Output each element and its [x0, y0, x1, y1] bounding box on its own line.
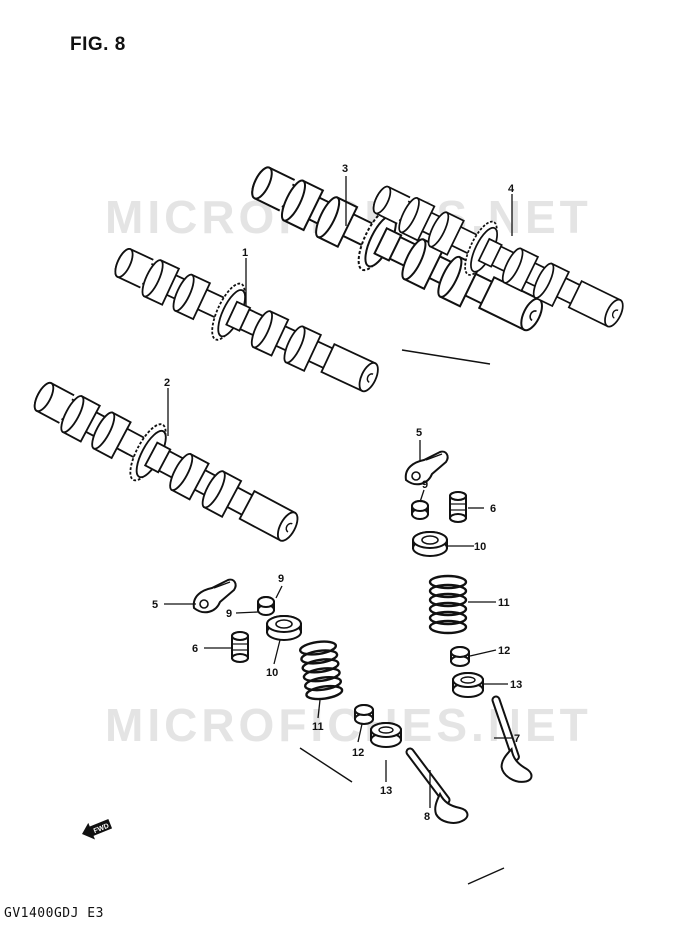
valve-right: [474, 700, 551, 785]
callout-label: 10: [474, 541, 486, 553]
figure-code: GV1400GDJ E3: [4, 906, 104, 921]
rocker-shaft-right: [449, 491, 467, 523]
callout-label: 4: [508, 183, 515, 195]
callout-label: 3: [342, 163, 348, 175]
callout-label: 10: [266, 667, 278, 679]
scan-artifacts: [299, 349, 505, 885]
callout-label: 13: [380, 785, 392, 797]
callout-label: 5: [152, 599, 158, 611]
seal-left: [354, 704, 374, 725]
retainer-left: [266, 615, 302, 641]
adjuster-right: [411, 500, 429, 520]
callout-label: 9: [278, 573, 284, 585]
seat-right: [452, 672, 484, 698]
seal-right: [450, 646, 470, 667]
spring-right: [428, 574, 468, 635]
callout-label: 9: [226, 608, 232, 620]
seat-left: [370, 722, 402, 748]
callout-labels: 1 2 3 4 5 9 6 10 11 12 13 7 8 5 9 9 6 10…: [152, 163, 522, 823]
camshaft-part-2: [22, 365, 310, 559]
callout-label: 5: [416, 427, 422, 439]
callout-label: 6: [192, 643, 198, 655]
callout-label: 11: [498, 597, 510, 609]
spring-left: [298, 638, 345, 703]
callout-label: 11: [312, 721, 324, 733]
forward-arrow-icon: FWD: [82, 819, 113, 840]
callout-label: 12: [498, 645, 510, 657]
rocker-shaft-left: [231, 631, 249, 663]
retainer-right: [412, 531, 448, 557]
callout-label: 7: [514, 733, 520, 745]
callout-label: 6: [490, 503, 496, 515]
figure-title: FIG. 8: [70, 34, 126, 55]
callout-leaders: [164, 176, 513, 808]
callout-label: 9: [422, 479, 428, 491]
adjuster-left: [257, 596, 275, 616]
callout-label: 13: [510, 679, 522, 691]
callout-label: 12: [352, 747, 364, 759]
valve-left: [410, 752, 467, 823]
callout-label: 8: [424, 811, 430, 823]
callout-label: 2: [164, 377, 170, 389]
callout-label: 1: [242, 247, 248, 259]
